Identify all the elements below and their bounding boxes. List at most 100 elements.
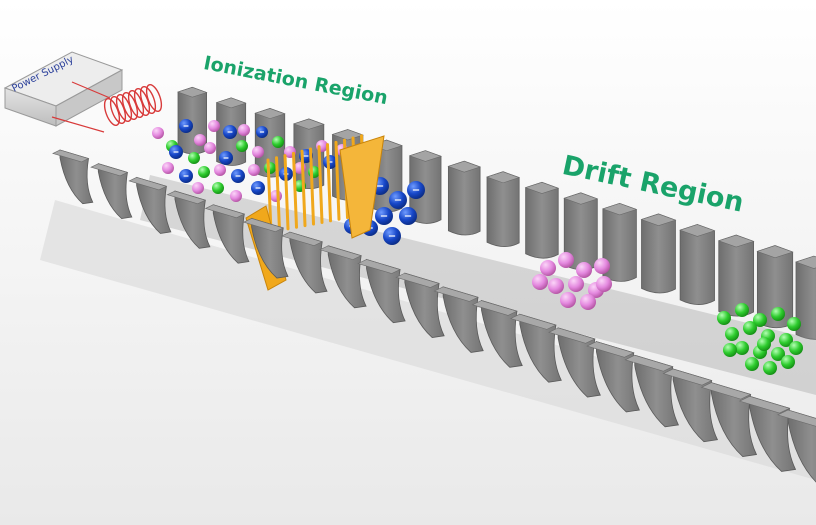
electrode-plate xyxy=(481,299,523,368)
ion-sphere-icon xyxy=(323,155,337,169)
ion-sphere-icon xyxy=(735,341,749,355)
shutter-wire xyxy=(334,140,341,221)
ion-sphere-icon xyxy=(771,347,785,361)
ion-sphere-body xyxy=(558,252,574,268)
ion-sphere-icon xyxy=(251,181,265,195)
electrode-top-face xyxy=(795,255,816,269)
electrode-top-face xyxy=(215,97,247,109)
electrode-top-face xyxy=(254,108,286,119)
ion-sphere-icon xyxy=(787,317,801,331)
ion-sphere-body xyxy=(594,258,610,274)
ion-sphere-icon xyxy=(169,145,183,159)
ion-sphere-icon xyxy=(272,136,284,148)
drift-electrode-ring-icon xyxy=(601,202,638,282)
ion-sphere-body xyxy=(252,146,264,158)
ion-sphere-body xyxy=(162,162,174,174)
electrode-plate xyxy=(59,149,94,205)
ion-sphere-body xyxy=(236,140,248,152)
electrode-top-face xyxy=(408,150,442,162)
electrode-top-face xyxy=(471,300,518,316)
ion-sphere-body xyxy=(771,307,785,321)
electrode-top-face xyxy=(90,163,129,177)
electrode-top-face xyxy=(280,231,324,246)
ion-sphere-body xyxy=(238,124,250,136)
shutter-wire xyxy=(309,147,315,226)
ion-sphere-icon xyxy=(192,182,204,194)
electrode-top-face xyxy=(756,245,794,259)
electrode-top-face xyxy=(395,272,440,288)
ion-sphere-icon xyxy=(743,321,757,335)
ion-sphere-icon xyxy=(580,294,596,310)
drift-electrode-ring-icon xyxy=(90,163,133,219)
coil-wire-bottom xyxy=(51,116,105,133)
ion-sphere-body xyxy=(208,120,220,132)
electrode-plate xyxy=(787,409,816,483)
ion-sphere-body xyxy=(723,343,737,357)
electrode-plate xyxy=(442,286,484,353)
electrode-plate xyxy=(174,190,211,249)
ion-sphere-icon xyxy=(576,262,592,278)
ion-sphere-body xyxy=(743,321,757,335)
ion-sphere-body xyxy=(188,152,200,164)
electrode-top-face xyxy=(447,160,482,173)
electrode-top-face xyxy=(548,327,596,344)
electrode-top-face xyxy=(586,341,635,358)
ion-sphere-icon xyxy=(219,151,233,165)
ion-sphere-body xyxy=(192,182,204,194)
drift-electrode-ring-icon xyxy=(128,176,172,234)
drift-electrode-ring-icon xyxy=(471,299,523,368)
drift-electrode-ring-icon xyxy=(679,224,716,305)
heating-coil-icon xyxy=(103,83,163,127)
shutter-wire xyxy=(275,156,281,232)
electrode-top-face xyxy=(52,149,90,163)
electrode-plate xyxy=(447,160,481,236)
electrode-top-face xyxy=(563,192,599,205)
electrode-top-face xyxy=(331,129,364,141)
electrode-top-face xyxy=(717,234,755,248)
drift-electrode-ring-icon xyxy=(777,409,816,483)
ion-sphere-icon xyxy=(745,357,759,371)
electrode-top-face xyxy=(679,224,716,237)
ion-sphere-icon xyxy=(723,343,737,357)
electrode-plate xyxy=(136,176,172,234)
ion-sphere-icon xyxy=(236,140,248,152)
ion-sphere-icon xyxy=(560,292,576,308)
electrode-top-face xyxy=(242,218,285,233)
ion-sphere-icon xyxy=(204,142,216,154)
electrode-top-face xyxy=(486,171,521,184)
drift-electrode-ring-icon xyxy=(242,217,289,279)
ion-sphere-icon xyxy=(179,169,193,183)
drift-electrode-ring-icon xyxy=(486,171,521,248)
ion-sphere-icon xyxy=(779,333,793,347)
ion-sphere-body xyxy=(212,182,224,194)
ion-sphere-body xyxy=(152,127,164,139)
ion-sphere-body xyxy=(753,313,767,327)
ion-sphere-icon xyxy=(548,278,564,294)
ion-sphere-body xyxy=(596,276,612,292)
electrode-plate xyxy=(289,231,328,294)
tube-floor xyxy=(140,175,816,395)
electrode-plate xyxy=(327,245,367,309)
drift-electrode-ring-icon xyxy=(524,181,560,259)
ion-sphere-body xyxy=(272,136,284,148)
drift-electrode-ring-icon xyxy=(166,190,211,249)
shutter-wire xyxy=(317,145,324,224)
ion-sphere-body xyxy=(745,357,759,371)
ion-sphere-icon xyxy=(753,313,767,327)
ion-sphere-body xyxy=(194,134,206,146)
ion-sphere-body xyxy=(725,327,739,341)
ion-sphere-icon xyxy=(231,169,245,183)
electrode-top-face xyxy=(177,87,208,98)
electrode-top-face xyxy=(166,190,207,205)
electrode-top-face xyxy=(662,368,713,386)
ion-sphere-icon xyxy=(558,252,574,268)
tube-shadow xyxy=(40,200,816,480)
ion-sphere-body xyxy=(568,276,584,292)
ion-sphere-body xyxy=(540,260,556,276)
ion-sphere-body xyxy=(779,333,793,347)
electrode-plate xyxy=(641,213,676,294)
ion-sphere-body xyxy=(214,164,226,176)
electrode-plate xyxy=(486,171,520,248)
